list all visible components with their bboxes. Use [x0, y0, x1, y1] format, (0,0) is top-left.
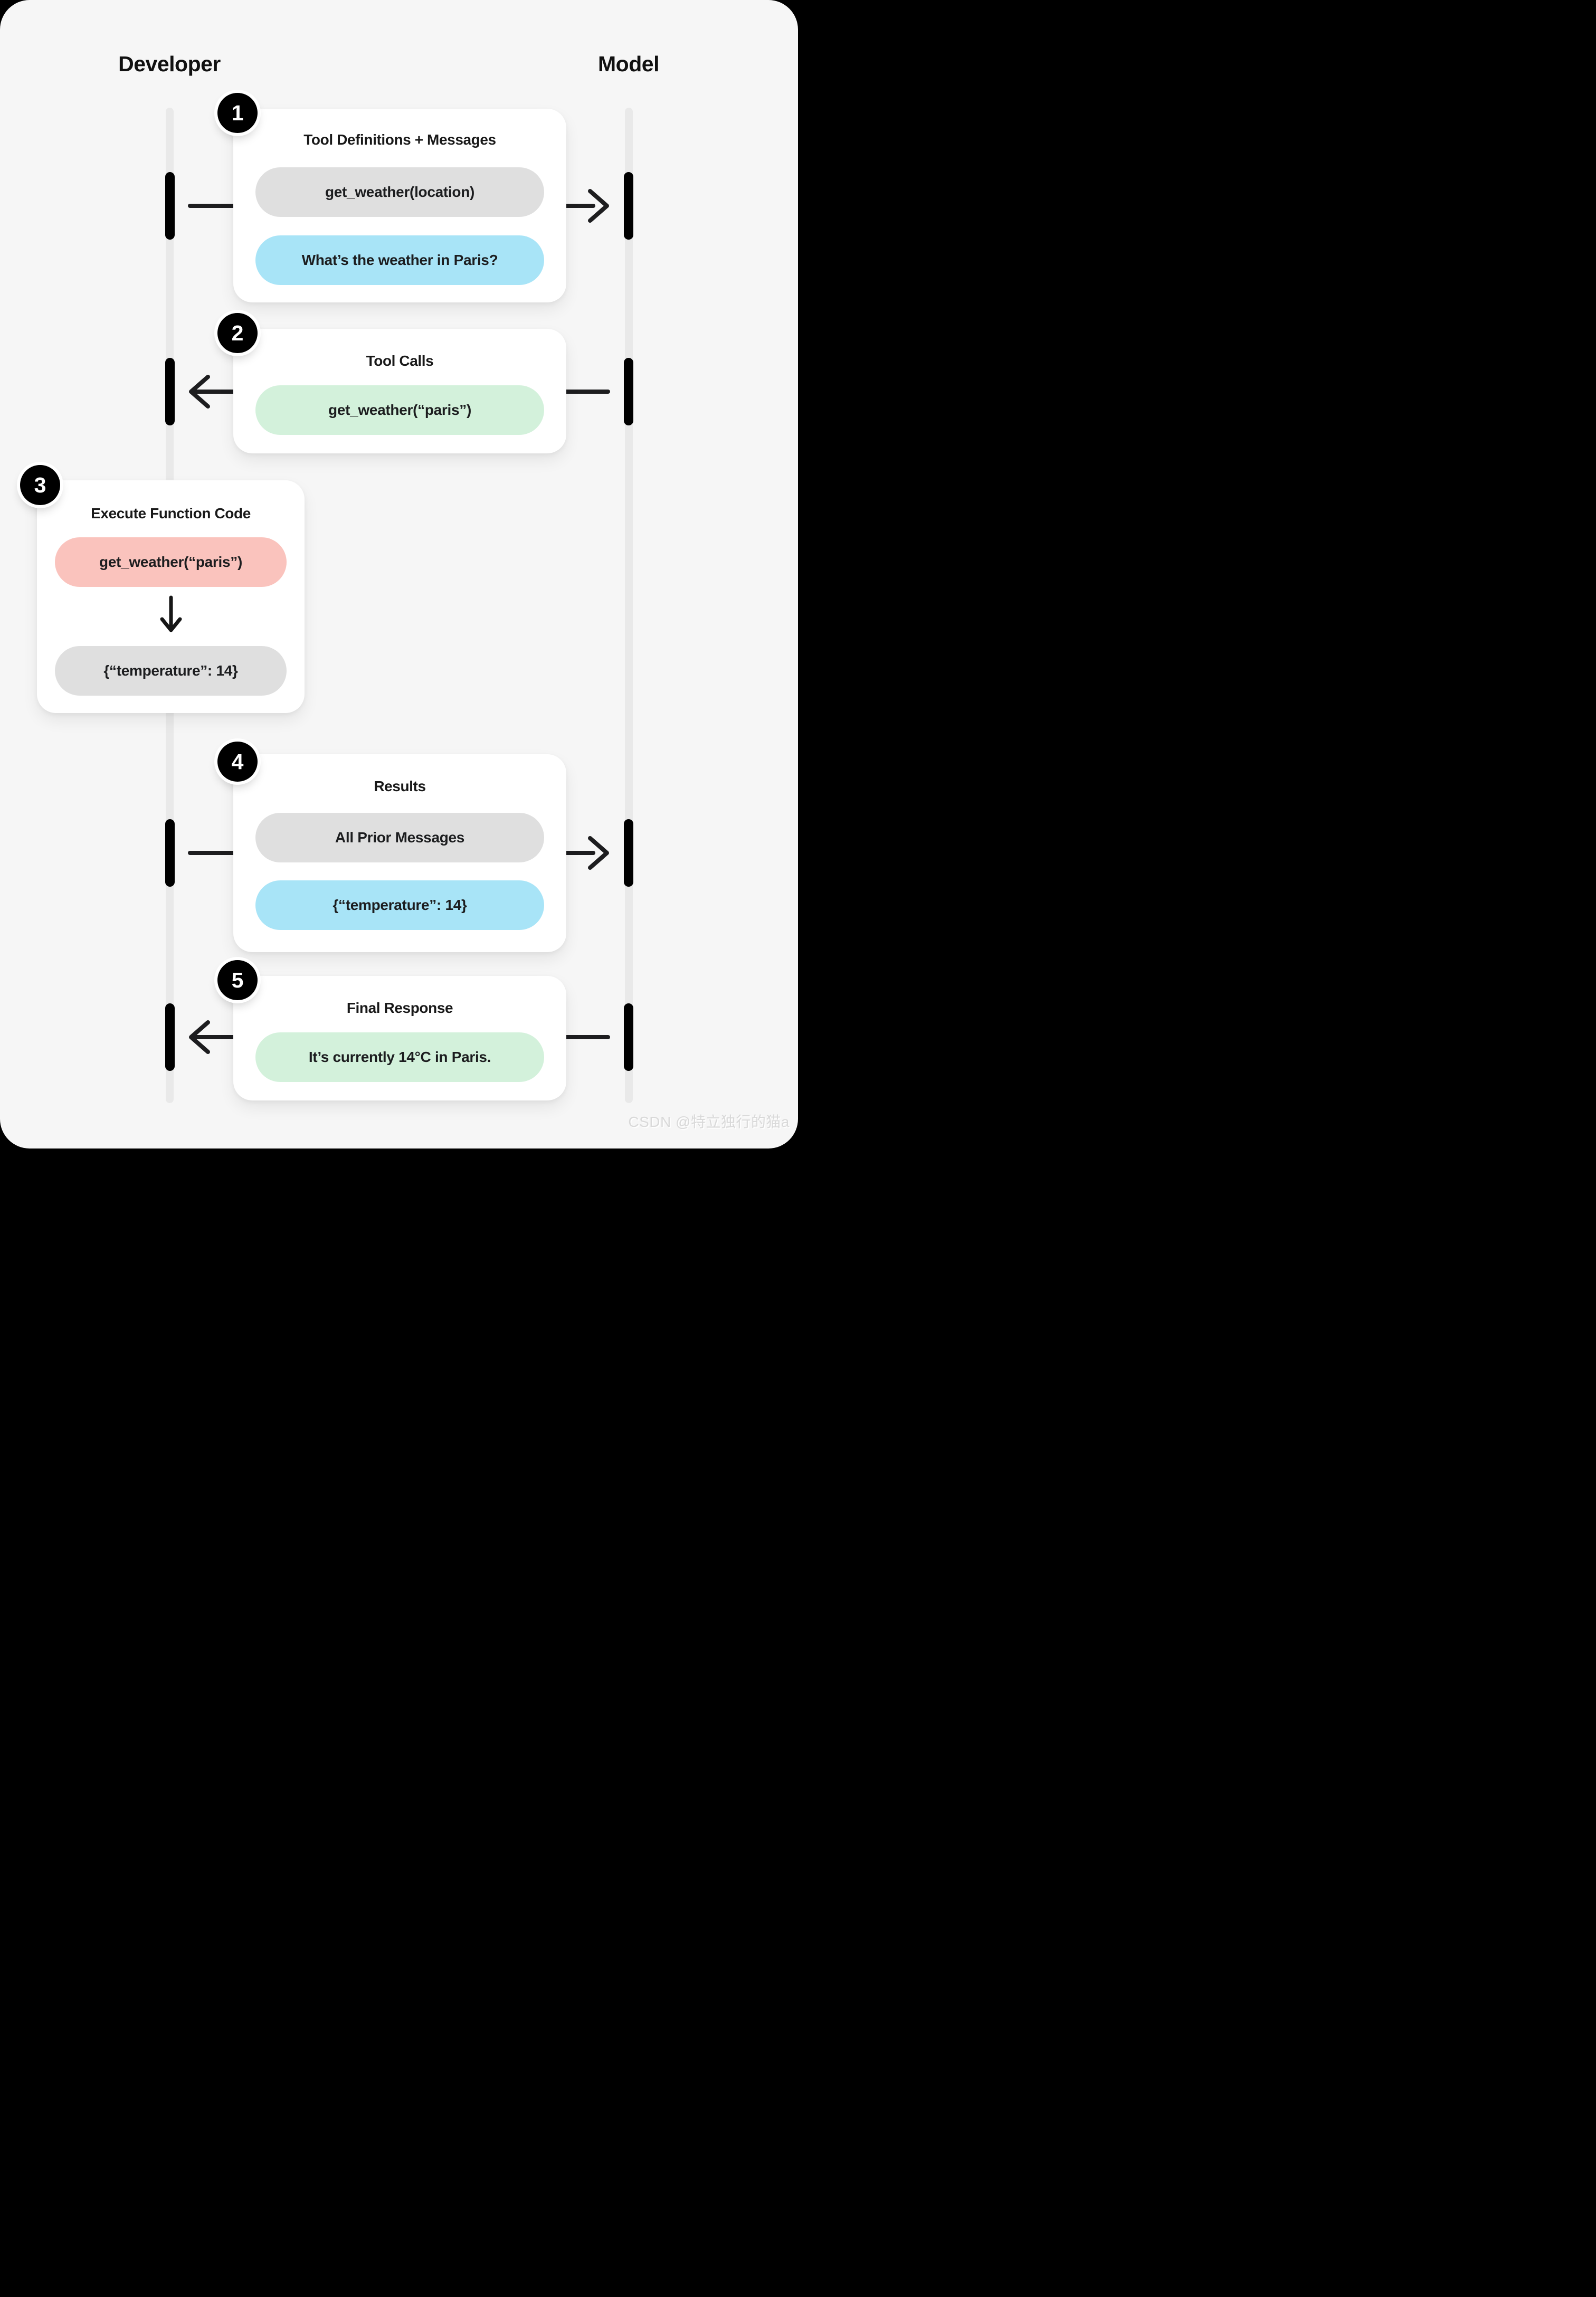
- developer-activation-bar-step2: [165, 358, 175, 425]
- step3-card: Execute Function Code get_weather(“paris…: [37, 480, 305, 713]
- step4-title: Results: [374, 778, 426, 794]
- step1-card: Tool Definitions + Messages get_weather(…: [233, 109, 566, 302]
- step2-tool-call-pill: get_weather(“paris”): [255, 385, 544, 435]
- developer-activation-bar-step4: [165, 819, 175, 887]
- model-activation-bar-step5: [624, 1003, 633, 1071]
- step1-badge: 1: [217, 93, 258, 133]
- step3-badge: 3: [20, 465, 60, 505]
- step2-badge: 2: [217, 313, 258, 353]
- step2-card: Tool Calls get_weather(“paris”): [233, 329, 566, 453]
- step2-title: Tool Calls: [366, 353, 434, 369]
- step5-card: Final Response It’s currently 14°C in Pa…: [233, 976, 566, 1100]
- step5-badge: 5: [217, 960, 258, 1000]
- model-lifeline: [625, 108, 633, 1103]
- model-activation-bar-step1: [624, 172, 633, 240]
- step4-card: Results All Prior Messages {“temperature…: [233, 754, 566, 952]
- developer-label: Developer: [118, 52, 221, 76]
- developer-activation-bar-step1: [165, 172, 175, 240]
- developer-activation-bar-step5: [165, 1003, 175, 1071]
- step1-tool-definition-pill: get_weather(location): [255, 167, 544, 217]
- step3-title: Execute Function Code: [91, 505, 251, 521]
- watermark: CSDN @特立独行的猫a: [628, 1114, 790, 1130]
- step1-user-message-pill: What’s the weather in Paris?: [255, 235, 544, 285]
- step5-title: Final Response: [346, 1000, 453, 1016]
- step3-function-call-pill: get_weather(“paris”): [55, 537, 287, 587]
- step1-title: Tool Definitions + Messages: [303, 131, 496, 148]
- canvas: Developer Model Tool Definitions + Messa…: [0, 0, 798, 1148]
- step4-badge: 4: [217, 742, 258, 782]
- model-activation-bar-step2: [624, 358, 633, 425]
- down-arrow-icon: [37, 594, 305, 639]
- model-activation-bar-step4: [624, 819, 633, 887]
- step3-result-pill: {“temperature”: 14}: [55, 646, 287, 696]
- step4-result-pill: {“temperature”: 14}: [255, 880, 544, 930]
- model-label: Model: [598, 52, 659, 76]
- step4-prior-messages-pill: All Prior Messages: [255, 813, 544, 862]
- step5-final-response-pill: It’s currently 14°C in Paris.: [255, 1032, 544, 1082]
